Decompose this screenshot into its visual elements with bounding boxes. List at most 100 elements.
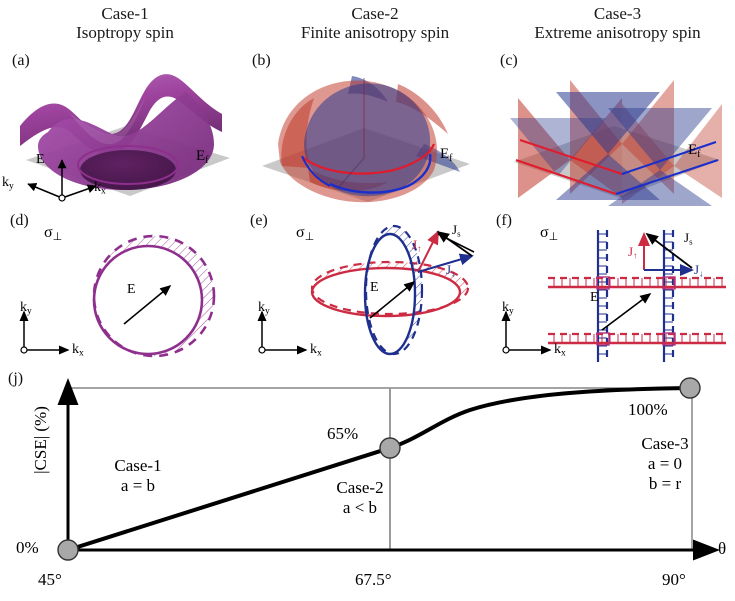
axis-label-kx-e: kx: [310, 342, 322, 359]
chart-annotation-case3: Case-3 a = 0 b = r: [600, 434, 730, 494]
field-label-e: E: [370, 280, 379, 295]
current-label-j-down-f-sub: ↓: [699, 268, 704, 279]
chart-tick-675: 67.5°: [355, 570, 392, 589]
axis-label-kx-e-sub: x: [317, 348, 322, 359]
current-vectors-e: [417, 230, 475, 273]
fermi-contour-blue-b: [329, 153, 432, 194]
axis-label-ky-f: ky: [502, 300, 514, 317]
column-title-case2-line2: Finite anisotropy spin: [300, 23, 450, 42]
axis-ky-a: [27, 182, 63, 199]
chart-annotation-case2-line2: a < b: [342, 498, 378, 517]
sigma-perp-label-f-sub: ⊥: [548, 231, 559, 244]
band-well-a: [80, 150, 176, 190]
current-label-js-f: Js: [684, 230, 693, 246]
current-label-js-f-text: J: [684, 230, 690, 245]
shift-annulus-d: [78, 228, 238, 368]
panel-label-f: (f): [496, 212, 512, 229]
column-title-case1-line1: Case-1: [101, 4, 149, 23]
crossing-marker-1: [596, 276, 610, 290]
axis-label-kx-f: kx: [554, 342, 566, 359]
column-title-case3-line2: Extreme anisotropy spin: [534, 23, 701, 42]
axis-label-kx-f-text: k: [554, 342, 561, 357]
axis-label-ky-e-sub: y: [265, 306, 270, 317]
fermi-contour-red-b: [303, 143, 436, 175]
axes-3d-a: [27, 159, 97, 202]
current-vector-j-down-e: [417, 253, 474, 273]
chart-tick-45: 45°: [38, 570, 62, 589]
current-vector-js-f: [645, 232, 693, 269]
axis-origin-e: [258, 346, 266, 354]
sigma-perp-label-f: σ⊥: [540, 224, 558, 243]
axis-label-ky-e: ky: [258, 300, 270, 317]
fermi-lines-blue-1: [596, 230, 609, 362]
column-title-case2: Case-2 Finite anisotropy spin: [275, 4, 475, 42]
sigma-perp-label-d-sub: ⊥: [52, 231, 63, 244]
fermi-lines-red-2: [548, 332, 726, 345]
current-label-js-e-text: J: [452, 222, 458, 237]
current-label-j-up-f-text: J: [628, 244, 634, 259]
fermi-level-label-c: Ef: [688, 142, 701, 160]
surface-highlight-a: [68, 96, 146, 145]
panel-a-graphic: [20, 74, 230, 196]
axes-2d-e: [257, 310, 308, 355]
crossing-marker-3: [596, 332, 610, 346]
chart-data-curve: [66, 386, 692, 552]
panel-label-c: (c): [500, 52, 518, 69]
axis-label-ky-a-sub: y: [9, 181, 14, 192]
fermi-line-blue-c1: [615, 159, 719, 195]
chart-label-65pct: 65%: [327, 424, 359, 443]
current-label-j-up-e: J↑: [412, 237, 421, 253]
axis-origin-f: [502, 346, 510, 354]
axes-2d-f: [501, 310, 552, 355]
column-title-case2-line1: Case-2: [351, 4, 399, 23]
current-label-js-e: Js: [452, 222, 461, 238]
axis-label-ky-f-text: k: [502, 300, 509, 315]
panel-label-a: (a): [12, 52, 30, 69]
column-title-case3-line1: Case-3: [593, 4, 642, 23]
current-label-j-up-f-sub: ↑: [633, 250, 638, 261]
column-title-case1: Case-1 Isoptropy spin: [45, 4, 205, 42]
chart-annotation-case1-line2: a = b: [120, 476, 156, 495]
field-label-d: E: [127, 282, 136, 297]
current-label-j-down-e-text: J: [446, 262, 452, 277]
panel-b-graphic: [262, 76, 470, 203]
fermi-ellipse-dashed-e-blue: [364, 224, 424, 356]
axes-2d-d: [19, 310, 70, 355]
axis-label-kx-e-text: k: [310, 342, 317, 357]
chart-annotation-case1-line1: Case-1: [114, 456, 162, 475]
current-label-j-up-e-text: J: [412, 237, 418, 252]
chart-marker-0pct[interactable]: [57, 539, 79, 561]
panel-d-graphic: [78, 228, 238, 368]
axis-label-ky-a: ky: [2, 175, 14, 192]
chart-y-axis-label: |CSE| (%): [31, 406, 50, 474]
fermi-line-blue-c2: [621, 141, 717, 175]
axis-label-ky-a-text: k: [2, 175, 9, 190]
current-vector-js-e: [436, 230, 473, 257]
fermi-contour-blue-b2: [300, 155, 331, 187]
current-label-j-down-e: J↓: [446, 262, 455, 278]
axis-origin-d: [20, 346, 28, 354]
fermi-circle-dashed-d: [92, 234, 216, 358]
current-label-j-down-e-sub: ↓: [451, 268, 456, 279]
fermi-level-label-a-sub: f: [205, 154, 209, 166]
panel-label-b: (b): [252, 52, 271, 69]
sigma-perp-label-d: σ⊥: [44, 224, 62, 243]
electric-field-arrow-d: [123, 284, 172, 325]
electric-field-arrow-f: [601, 293, 652, 331]
chart-annotation-case2: Case-2 a < b: [300, 478, 420, 518]
fermi-level-label-b-sub: f: [449, 152, 453, 164]
fermi-lines-red-1: [548, 276, 726, 289]
axis-label-ky-e-text: k: [258, 300, 265, 315]
planes-blue-c: [510, 92, 712, 206]
axis-kx-a: [61, 184, 97, 199]
current-label-j-up-f: J↑: [628, 244, 637, 260]
chart-marker-65pct[interactable]: [379, 437, 401, 459]
crossing-marker-2: [662, 276, 676, 290]
crossing-marker-4: [662, 332, 676, 346]
fermi-level-label-a: Ef: [196, 148, 209, 166]
axis-label-kx-f-sub: x: [561, 348, 566, 359]
current-vector-j-up-e: [417, 230, 439, 273]
chart-marker-100pct[interactable]: [679, 377, 701, 399]
fermi-lines-blue-2: [662, 230, 675, 362]
